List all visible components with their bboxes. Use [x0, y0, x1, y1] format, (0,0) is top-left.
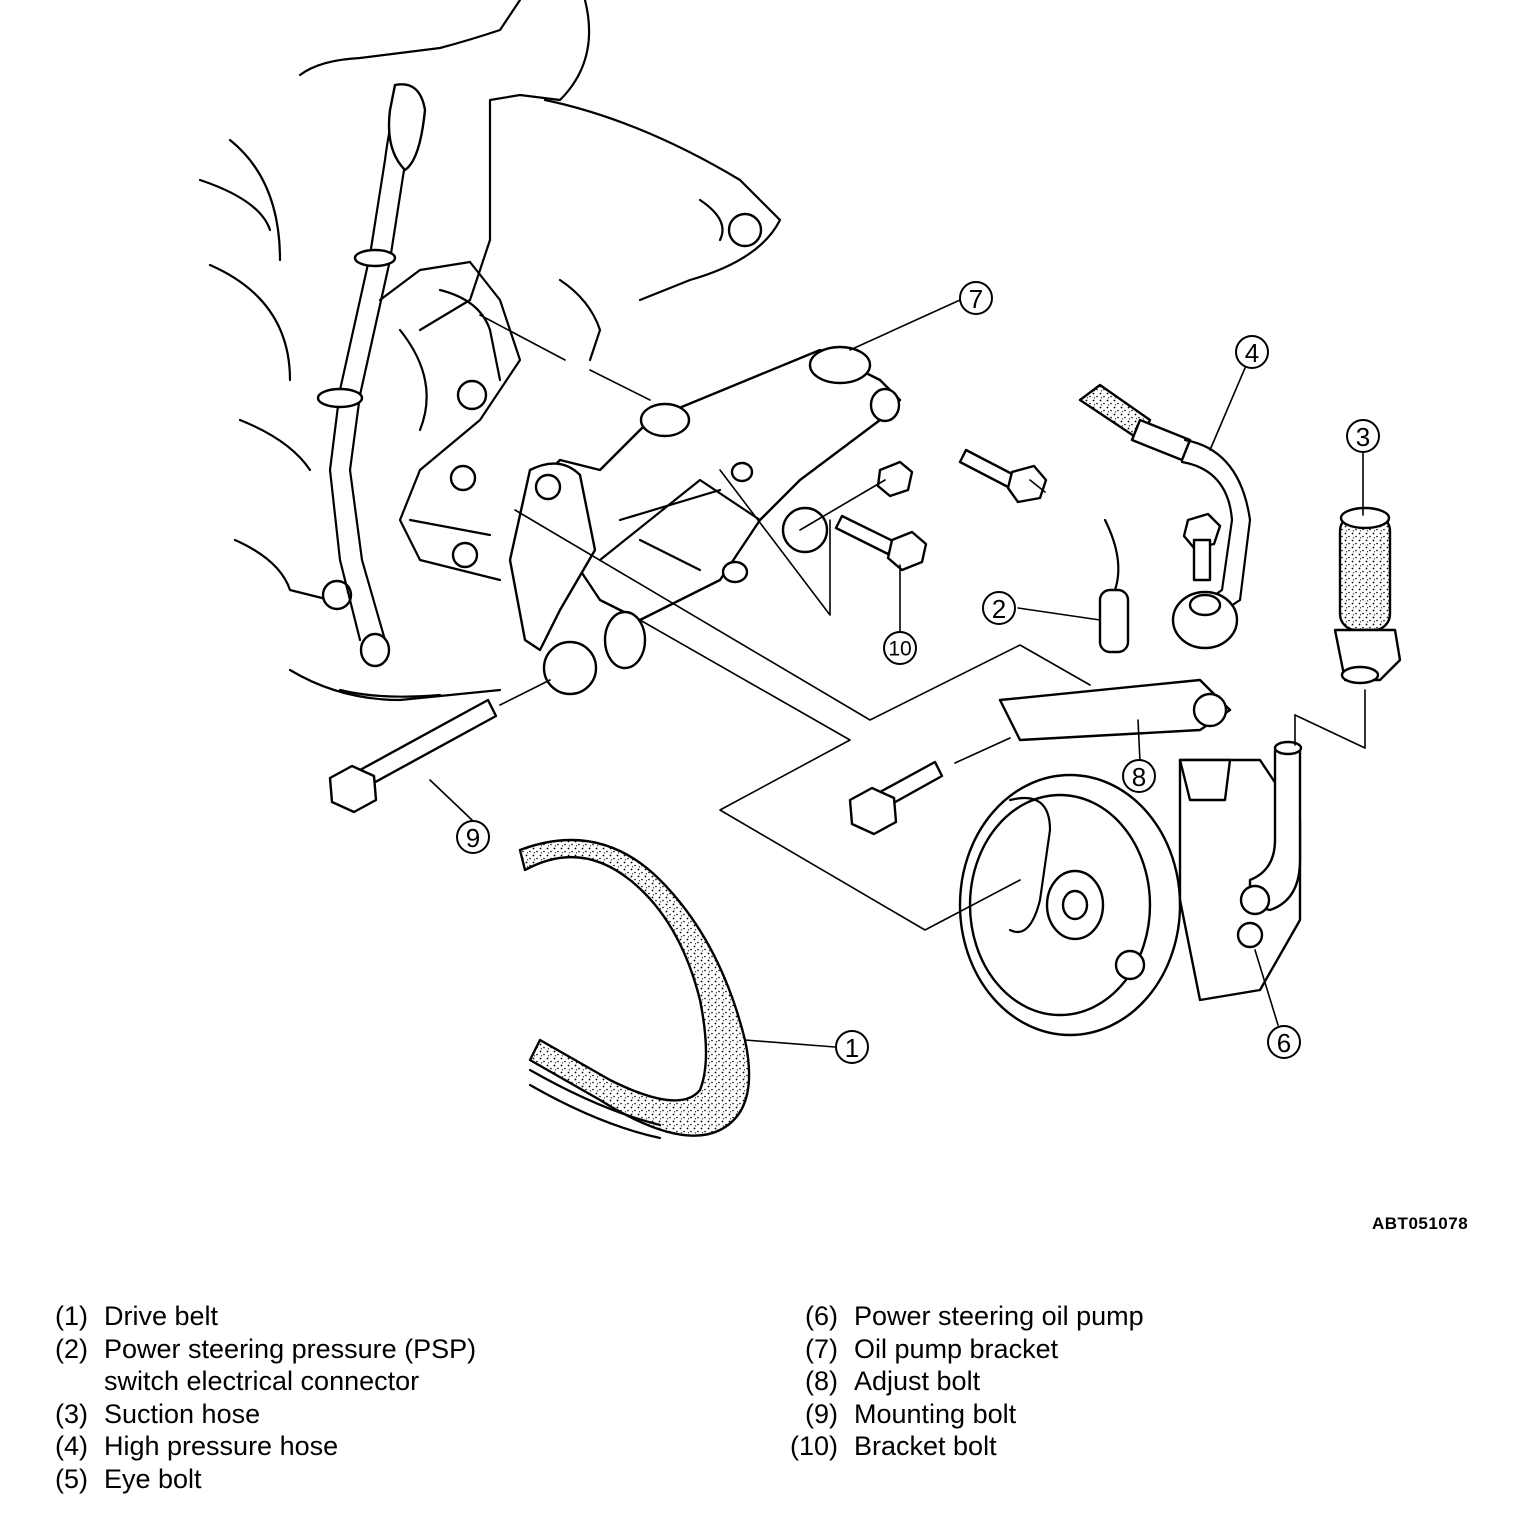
bracket-bolts [834, 448, 1048, 572]
legend-right-column: (6) Power steering oil pump (7) Oil pump… [786, 1300, 1284, 1463]
legend-number: (10) [789, 1431, 838, 1462]
legend-item: (8) Adjust bolt [786, 1365, 1284, 1398]
engine-block-outline [198, 0, 782, 702]
legend-text: Power steering pressure (PSP) switch ele… [104, 1333, 477, 1397]
legend-number: (6) [805, 1301, 838, 1331]
legend-item: (2) Power steering pressure (PSP) switch… [36, 1333, 534, 1398]
callout-leaders [429, 299, 1364, 1048]
callout-1: 1 [835, 1030, 869, 1064]
callout-10-label: 10 [888, 638, 911, 661]
legend-text: Eye bolt [104, 1463, 202, 1494]
exploded-view-diagram: 1 2 3 4 6 7 8 9 10 [198, 0, 1402, 1140]
legend-text: Suction hose [104, 1398, 261, 1429]
legend-item: (4) High pressure hose [36, 1430, 534, 1463]
legend-number: (2) [55, 1333, 88, 1364]
legend-item: (9) Mounting bolt [786, 1398, 1284, 1431]
callout-9: 9 [456, 820, 490, 854]
dipstick-tube [316, 83, 427, 668]
high-pressure-hose [1078, 383, 1252, 650]
legend-number: (3) [55, 1398, 88, 1429]
callout-9-label: 9 [466, 823, 480, 853]
callout-4: 4 [1235, 335, 1269, 369]
legend-text: Bracket bolt [854, 1431, 997, 1462]
legend-item: (1) Drive belt [36, 1300, 534, 1333]
legend-text: Drive belt [104, 1301, 219, 1331]
callout-6: 6 [1267, 1025, 1301, 1059]
alignment-lines [479, 314, 1366, 931]
legend-number: (7) [805, 1333, 838, 1364]
callout-1-label: 1 [845, 1033, 859, 1063]
mounting-bolt [328, 698, 498, 814]
legend-number: (5) [55, 1463, 88, 1494]
callout-2-label: 2 [992, 594, 1006, 624]
callout-2: 2 [982, 591, 1016, 625]
legend-item: (3) Suction hose [36, 1398, 534, 1431]
callout-7-label: 7 [969, 284, 983, 314]
callout-10: 10 [883, 631, 917, 665]
callout-8-label: 8 [1132, 762, 1146, 792]
callout-3: 3 [1346, 419, 1380, 453]
figure-code: ABT051078 [1372, 1214, 1469, 1233]
legend-number: (4) [55, 1431, 88, 1462]
suction-hose [1333, 506, 1402, 685]
callout-7: 7 [959, 281, 993, 315]
legend-item: (6) Power steering oil pump [786, 1300, 1284, 1333]
callout-8: 8 [1122, 759, 1156, 793]
legend-item: (7) Oil pump bracket [786, 1333, 1284, 1366]
legend-text: High pressure hose [104, 1431, 339, 1462]
legend-left-column: (1) Drive belt (2) Power steering pressu… [36, 1300, 534, 1496]
power-steering-pump [958, 678, 1303, 1037]
oil-pump-bracket [508, 345, 902, 696]
legend-text: Adjust bolt [854, 1366, 981, 1397]
adjust-bolt [848, 760, 944, 836]
legend-text: Oil pump bracket [854, 1333, 1059, 1364]
callout-4-label: 4 [1245, 338, 1259, 368]
legend-item: (10) Bracket bolt [786, 1430, 1284, 1463]
psp-switch-connector [1098, 518, 1130, 654]
drive-belt [518, 838, 751, 1140]
legend-number: (8) [805, 1366, 838, 1397]
legend-text: Mounting bolt [854, 1398, 1017, 1429]
legend-number: (9) [805, 1398, 838, 1429]
legend-text: Power steering oil pump [854, 1301, 1144, 1331]
callout-6-label: 6 [1277, 1028, 1291, 1058]
callout-3-label: 3 [1356, 422, 1370, 452]
legend-number: (1) [55, 1301, 88, 1331]
legend-item: (5) Eye bolt [36, 1463, 534, 1496]
